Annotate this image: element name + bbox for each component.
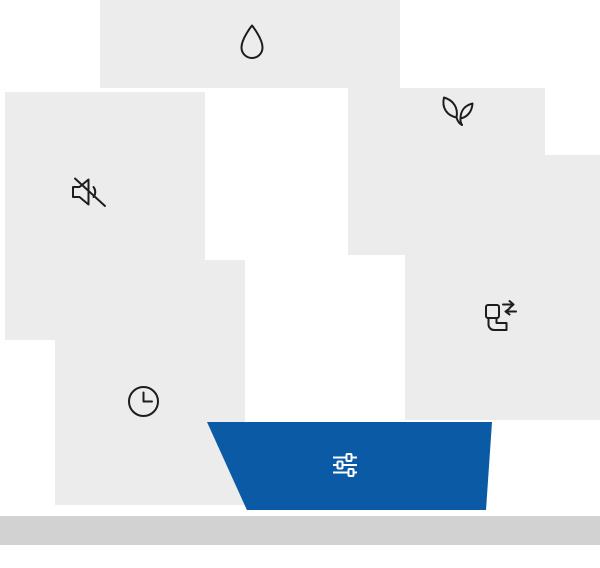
clock-icon bbox=[125, 383, 162, 420]
panel-time bbox=[55, 260, 245, 505]
sliders-icon bbox=[328, 448, 362, 482]
leaf-icon bbox=[436, 94, 476, 128]
hose-connection-icon bbox=[476, 298, 518, 340]
water-drop-icon bbox=[237, 23, 267, 61]
speaker-muted-icon bbox=[68, 173, 110, 211]
panel-water bbox=[100, 0, 400, 88]
bottom-bar bbox=[0, 516, 600, 545]
panel-connection bbox=[405, 155, 600, 420]
